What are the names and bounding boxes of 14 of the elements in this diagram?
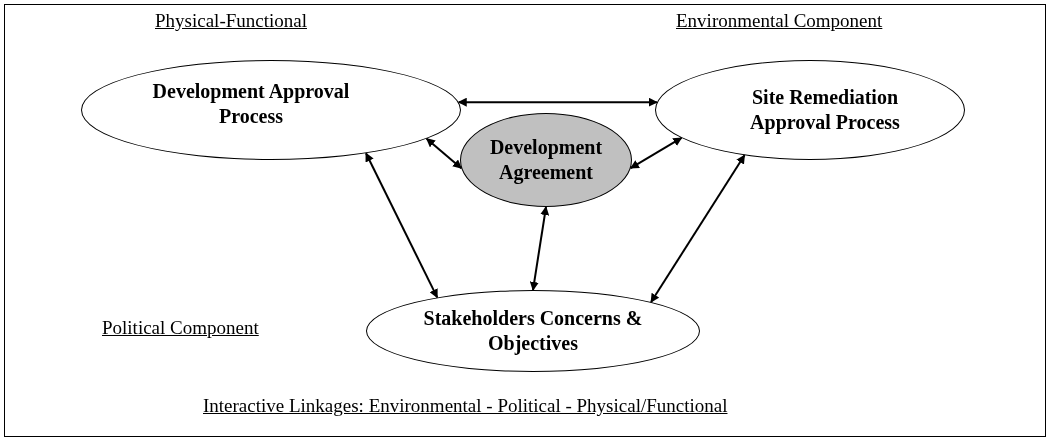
double-arrow [365, 152, 439, 299]
node-text: Site Remediation Approval Process [749, 85, 901, 135]
double-arrow [650, 154, 746, 303]
double-arrow [529, 206, 550, 291]
node-text: Development Agreement [488, 135, 604, 185]
underlined-label: Interactive Linkages: Environmental - Political - Physical/Functional [203, 395, 728, 417]
double-arrow [425, 137, 463, 170]
underlined-label: Political Component [102, 317, 259, 339]
double-arrow [629, 136, 683, 170]
underlined-label: Physical-Functional [155, 10, 307, 32]
node-text: Development Approval Process [151, 79, 351, 129]
underlined-label: Environmental Component [676, 10, 883, 32]
double-arrow [457, 97, 658, 107]
node-text: Stakeholders Concerns & Objectives [422, 306, 644, 356]
